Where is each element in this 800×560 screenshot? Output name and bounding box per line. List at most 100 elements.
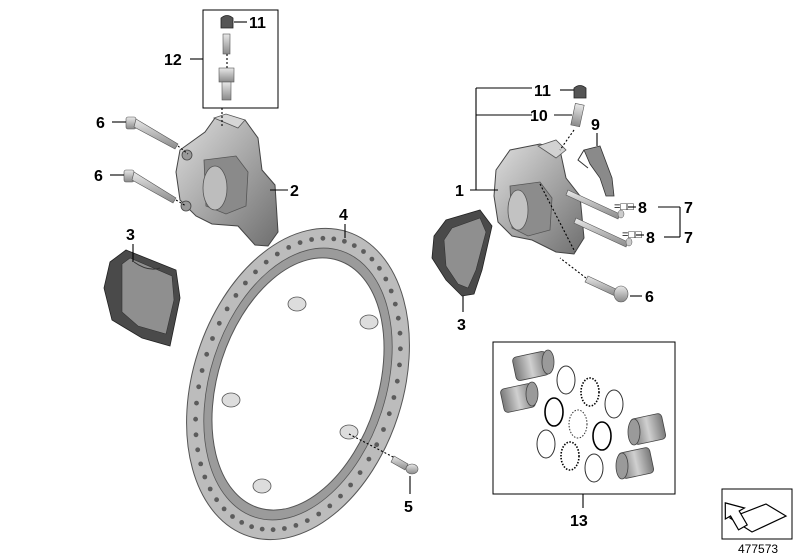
caliper-bolt-right — [559, 257, 629, 303]
pad-spring — [577, 145, 615, 197]
disc-drill-hole — [397, 362, 402, 368]
callout-6-mid: 6 — [94, 168, 103, 185]
guide-pin-bottom: =□□ — [573, 217, 642, 248]
reference-number: 477573 — [738, 542, 778, 556]
disc-drill-hole — [377, 265, 382, 271]
disc-drill-hole — [304, 518, 310, 523]
seal-ring — [556, 365, 576, 395]
callout-3-left: 3 — [126, 227, 135, 244]
disc-screw — [348, 433, 419, 475]
disc-drill-hole — [196, 384, 202, 390]
disc-drill-hole — [391, 395, 397, 400]
disc-drill-hole — [395, 315, 401, 321]
disc-drill-hole — [230, 514, 235, 519]
disc-bobbin-rivets — [221, 296, 379, 494]
disc-drill-hole — [282, 526, 287, 531]
seal-ring — [584, 453, 604, 483]
disc-drill-hole — [381, 427, 386, 432]
callout-7-bottom: 7 — [684, 230, 693, 247]
disc-drill-hole — [369, 256, 375, 262]
bleed-valve-frame — [202, 9, 279, 109]
bleed-valve-box-left — [190, 9, 279, 109]
disc-drill-hole — [357, 470, 363, 475]
disc-drill-hole — [309, 237, 314, 242]
callout-5: 5 — [404, 499, 413, 516]
disc-drill-hole — [297, 240, 303, 246]
brake-caliper-right — [493, 139, 585, 255]
svg-text:=□□: =□□ — [614, 201, 634, 213]
disc-drill-hole — [204, 351, 210, 357]
callout-11-left: 11 — [249, 15, 266, 32]
disc-drill-hole — [207, 486, 213, 492]
disc-drill-hole — [351, 243, 357, 249]
disc-drill-hole — [316, 511, 322, 517]
disc-drill-hole — [249, 524, 255, 530]
seal-ring — [536, 429, 556, 459]
disc-drill-hole — [383, 276, 389, 282]
callout-6-top: 6 — [96, 115, 105, 132]
disc-drill-hole — [202, 474, 208, 480]
callout-10: 10 — [530, 108, 548, 125]
disc-drill-hole — [210, 336, 215, 341]
caliper-bolt-left-bottom — [123, 169, 187, 207]
disc-drill-holes — [193, 235, 403, 533]
disc-drill-hole — [270, 527, 276, 533]
disc-drill-hole — [394, 378, 400, 384]
callout-2: 2 — [290, 183, 299, 200]
seal-ring — [592, 421, 612, 451]
callout-8-bottom: 8 — [646, 230, 655, 247]
brake-pad-left — [103, 249, 181, 347]
disc-drill-hole — [214, 497, 220, 503]
disc-drill-hole — [199, 368, 205, 373]
disc-drill-hole — [274, 251, 280, 257]
guide-pin-top: =□□ — [565, 189, 634, 220]
disc-drill-hole — [342, 238, 347, 244]
disc-drill-hole — [366, 456, 372, 462]
disc-drill-hole — [253, 269, 258, 275]
callout-8-top: 8 — [638, 200, 647, 217]
bleed-nipple-icon — [222, 33, 231, 55]
disc-drill-hole — [320, 235, 326, 241]
disc-drill-hole — [348, 482, 353, 488]
disc-drill-hole — [397, 330, 403, 336]
disc-drill-hole — [193, 416, 199, 422]
disc-drill-hole — [398, 346, 403, 352]
callout-12: 12 — [164, 52, 182, 69]
disc-drill-hole — [239, 520, 245, 525]
disc-drill-hole — [338, 493, 343, 499]
disc-drill-hole — [263, 259, 269, 265]
callout-9: 9 — [591, 117, 600, 134]
seal-ring — [604, 389, 624, 419]
disc-drill-hole — [243, 280, 248, 286]
piston-seal-kit — [492, 341, 676, 495]
disc-drill-hole — [221, 506, 227, 512]
repair-kit-frame — [492, 341, 676, 495]
callout-7-top: 7 — [684, 200, 693, 217]
disc-drill-hole — [286, 245, 292, 250]
brake-disc — [186, 227, 410, 541]
disc-drill-hole — [216, 320, 222, 326]
disc-drill-hole — [374, 442, 380, 448]
disc-drill-hole — [193, 432, 199, 438]
seal-ring — [568, 409, 588, 439]
bleed-cap-icon — [220, 15, 234, 29]
seal-ring — [560, 441, 580, 471]
disc-drill-hole — [361, 249, 366, 254]
disc-drill-hole — [386, 411, 392, 417]
callout-11-right: 11 — [534, 83, 551, 100]
brake-pad-right — [431, 209, 493, 297]
disc-drill-hole — [388, 288, 394, 294]
callout-6-right: 6 — [645, 289, 654, 306]
callout-13: 13 — [570, 513, 588, 530]
disc-drill-hole — [194, 400, 199, 406]
brake-caliper-left — [175, 108, 279, 247]
pistons-right — [615, 413, 667, 480]
pistons-left — [500, 349, 555, 413]
svg-text:=□□: =□□ — [622, 229, 642, 241]
caliper-bolt-left-top — [125, 116, 189, 155]
disc-drill-hole — [293, 523, 299, 528]
disc-drill-hole — [233, 293, 239, 298]
callout-3-right: 3 — [457, 317, 466, 334]
